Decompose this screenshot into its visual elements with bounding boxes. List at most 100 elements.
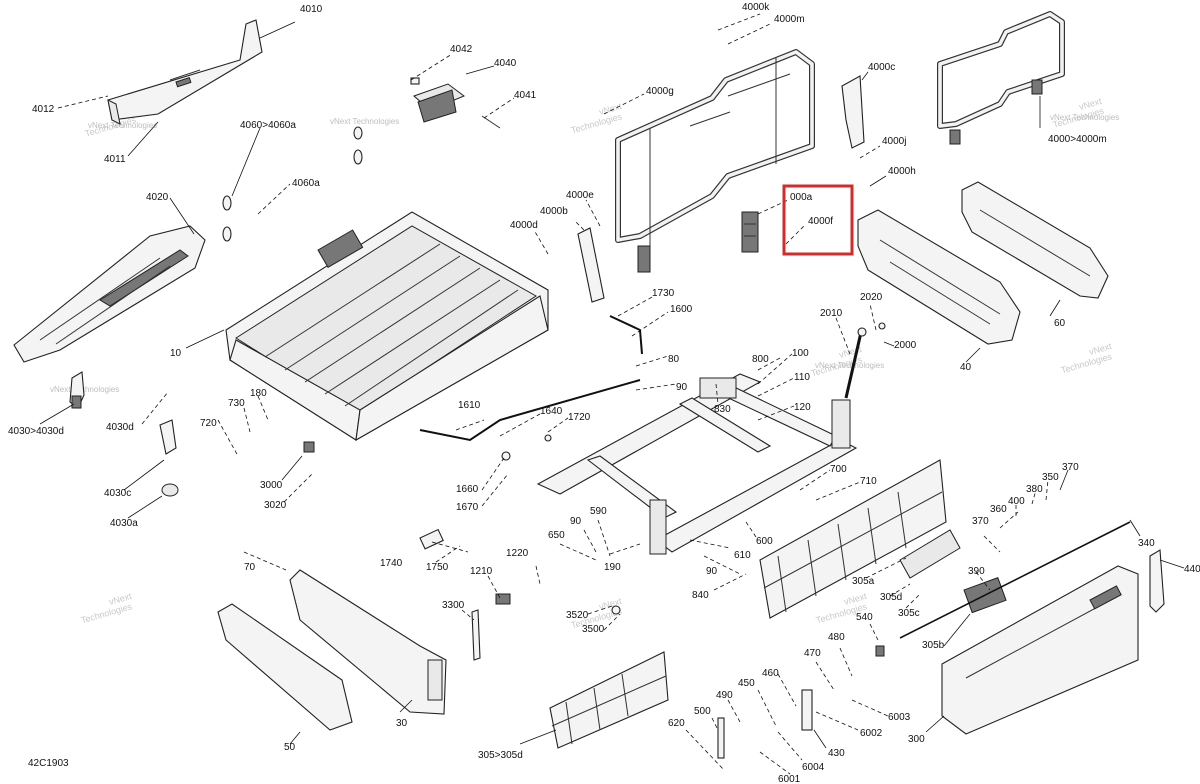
part-340-rod — [899, 521, 1131, 639]
part-2000-strut — [844, 322, 886, 399]
part-4000-bulkhead-frame — [615, 49, 815, 273]
part-710-grille — [759, 459, 947, 619]
callout-300: 300 — [908, 734, 925, 745]
callout-90-b: 90 — [570, 516, 582, 527]
callout-360: 360 — [990, 504, 1007, 515]
part-305d-grille — [549, 651, 669, 749]
callout-4000e: 4000e — [566, 190, 594, 201]
callout-500: 500 — [694, 706, 711, 717]
callout-720: 720 — [200, 418, 217, 429]
callout-710: 710 — [860, 476, 877, 487]
callout-10: 10 — [170, 348, 182, 359]
callout-1720: 1720 — [568, 412, 591, 423]
diagram-code: 42C1903 — [28, 758, 69, 769]
callout-4040: 4040 — [494, 58, 517, 69]
callout-1640: 1640 — [540, 406, 563, 417]
callout-3500: 3500 — [582, 624, 605, 635]
callout-3000: 3000 — [260, 480, 283, 491]
callout-4011: 4011 — [104, 154, 126, 165]
callout-1740: 1740 — [380, 558, 403, 569]
callout-80: 80 — [668, 354, 680, 365]
callout-830: 830 — [714, 404, 731, 415]
callout-1750: 1750 — [426, 562, 449, 573]
watermark-inline: vNext Technologies — [1050, 113, 1119, 122]
watermark-inline: vNext Technologies — [815, 361, 884, 370]
callout-1730: 1730 — [652, 288, 675, 299]
callout-4000h: 4000h — [888, 166, 916, 177]
part-60-side-panel — [961, 181, 1109, 299]
callout-480: 480 — [828, 632, 845, 643]
callout-70: 70 — [244, 562, 256, 573]
callout-000a: 000a — [790, 192, 813, 203]
callout-4000-4000m: 4000>4000m — [1048, 134, 1107, 145]
callout-470: 470 — [804, 648, 821, 659]
callout-4030d: 4030d — [106, 422, 134, 433]
part-hardware-misc — [303, 441, 885, 759]
callout-380: 380 — [1026, 484, 1043, 495]
callout-460: 460 — [762, 668, 779, 679]
callout-370-b: 370 — [972, 516, 989, 527]
svg-text:vNextTechnologies: vNextTechnologies — [1057, 341, 1116, 376]
callout-4012: 4012 — [32, 104, 55, 115]
callout-4000b: 4000b — [540, 206, 568, 217]
watermark-inline: vNext Technologies — [88, 121, 157, 130]
part-4000f-latch — [741, 211, 759, 253]
callout-305b: 305b — [922, 640, 945, 651]
callout-4030a: 4030a — [110, 518, 138, 529]
part-30-side-panel — [289, 569, 447, 715]
part-4030-bracket — [69, 371, 179, 497]
callout-100: 100 — [792, 348, 809, 359]
callout-305a: 305a — [852, 576, 875, 587]
callout-620: 620 — [668, 718, 685, 729]
svg-text:vNextTechnologies: vNextTechnologies — [77, 591, 136, 626]
callout-440: 440 — [1184, 564, 1200, 575]
callout-labels: 4010 4012 4011 4042 4040 4041 4060>4060a… — [8, 2, 1200, 784]
callout-90-c: 90 — [706, 566, 718, 577]
callout-4060a: 4060a — [292, 178, 320, 189]
leader-lines — [39, 13, 1185, 775]
callout-400: 400 — [1008, 496, 1025, 507]
part-4000-bulkhead-frame-small — [937, 11, 1065, 145]
highlight-box-4000f — [782, 184, 854, 256]
part-4000b-bracket — [577, 227, 605, 303]
callout-180: 180 — [250, 388, 267, 399]
watermark-inline: vNext Technologies — [50, 385, 119, 394]
callout-190: 190 — [604, 562, 621, 573]
svg-text:vNextTechnologies: vNextTechnologies — [567, 101, 626, 136]
part-10-cargo-box — [225, 211, 549, 442]
callout-1660: 1660 — [456, 484, 479, 495]
callout-4020: 4020 — [146, 192, 169, 203]
callout-120: 120 — [794, 402, 811, 413]
callout-4042: 4042 — [450, 44, 473, 55]
callout-340: 340 — [1138, 538, 1155, 549]
callout-350: 350 — [1042, 472, 1059, 483]
callout-6003: 6003 — [888, 712, 911, 723]
part-40-side-panel — [857, 209, 1021, 345]
part-4020-rail-cover — [13, 225, 206, 363]
callout-4000g: 4000g — [646, 86, 674, 97]
callout-700: 700 — [830, 464, 847, 475]
part-4000c-bracket — [841, 75, 865, 149]
callout-6004: 6004 — [802, 762, 825, 773]
callout-305d: 305d — [880, 592, 902, 603]
callout-4000f: 4000f — [808, 216, 833, 227]
callout-840: 840 — [692, 590, 709, 601]
callout-50: 50 — [284, 742, 296, 753]
callout-2020: 2020 — [860, 292, 883, 303]
watermark-inline: vNext Technologies — [330, 117, 399, 126]
callout-3300: 3300 — [442, 600, 465, 611]
callout-3520: 3520 — [566, 610, 589, 621]
callout-490: 490 — [716, 690, 733, 701]
callout-390: 390 — [968, 566, 985, 577]
watermark: Technologies — [570, 111, 624, 135]
part-440-hinge — [1149, 549, 1165, 613]
callout-6001: 6001 — [778, 774, 801, 784]
callout-110: 110 — [794, 372, 810, 383]
callout-730: 730 — [228, 398, 245, 409]
callout-370-a: 370 — [1062, 462, 1079, 473]
callout-540: 540 — [856, 612, 873, 623]
callout-6002: 6002 — [860, 728, 883, 739]
callout-450: 450 — [738, 678, 755, 689]
part-4040-handle — [410, 77, 501, 129]
